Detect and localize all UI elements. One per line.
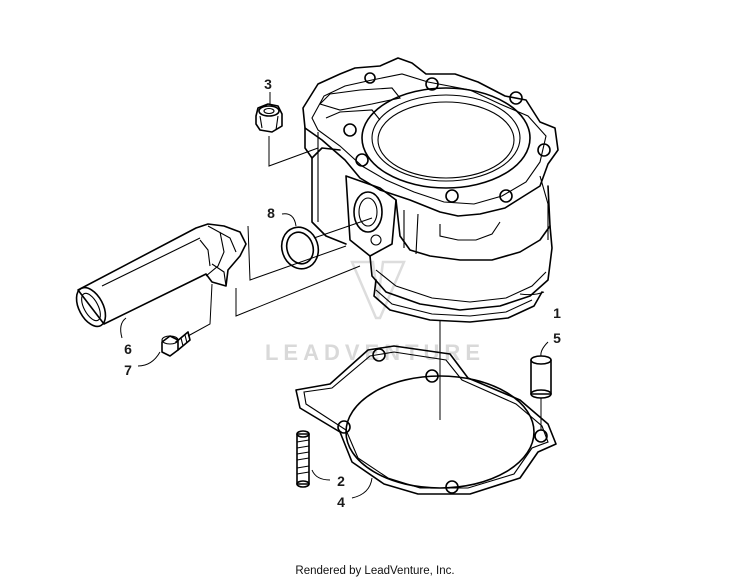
watermark-text: LEADVENTURE [265,340,485,365]
leader-lines [120,92,549,499]
callout-7: 7 [124,362,132,378]
bolt-part [161,331,191,357]
callout-6: 6 [124,341,132,357]
dowel-pin-part [530,355,552,399]
callout-2: 2 [337,473,345,489]
callout-5: 5 [553,330,561,346]
callout-4: 4 [337,494,345,510]
callout-8: 8 [267,205,275,221]
gasket-part [295,345,557,495]
stud-part [296,430,310,488]
render-credit: Rendered by LeadVenture, Inc. [295,565,455,577]
callout-1: 1 [553,305,561,321]
cylinder-part [302,57,559,323]
callout-3: 3 [264,76,272,92]
nut-part [255,103,283,133]
intake-tube-part [75,223,247,328]
o-ring-part [280,226,320,270]
callout-labels: 3 8 1 5 6 7 2 4 [124,76,561,510]
